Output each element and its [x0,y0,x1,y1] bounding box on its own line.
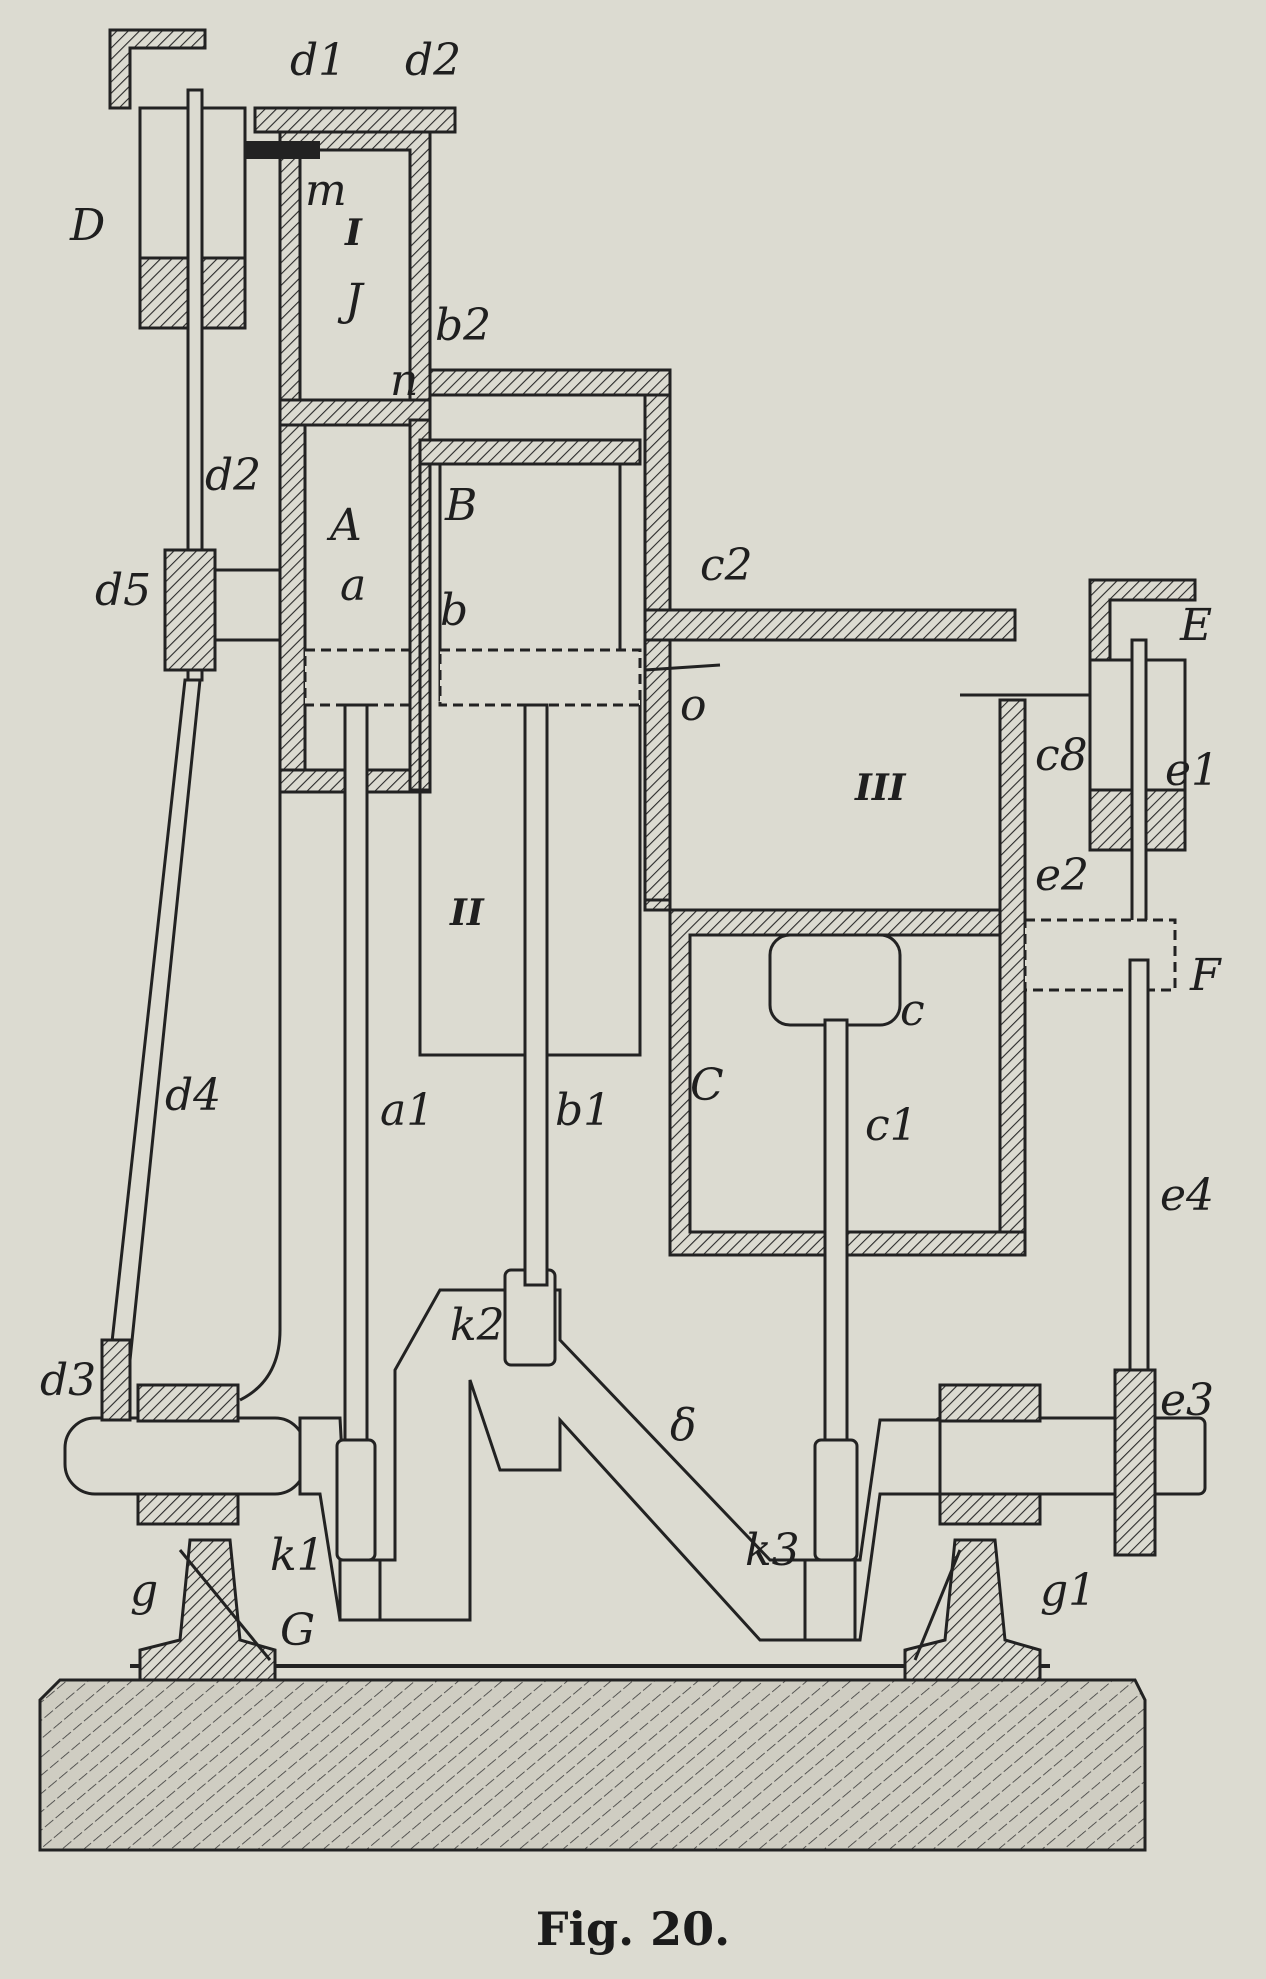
cylinder-B-cover-b2 [428,368,672,397]
receiver-cover-d1 [253,106,457,134]
label-c1: c1 [865,1100,918,1151]
cylinder-A-wall [278,418,307,792]
crank-pin-k3 [803,1558,857,1642]
label-c: c [900,985,925,1036]
label-k3: k3 [745,1525,800,1576]
label-C: C [690,1060,724,1111]
label-d2-top: d2 [405,35,461,86]
passage-o [644,663,721,672]
bearing-base-left [136,1492,240,1526]
label-A: A [326,500,362,551]
valve-rod-e2 [1130,638,1148,952]
label-d2: d2 [205,450,261,501]
label-I: I [344,212,363,254]
valve-chest-D [108,28,207,110]
label-E: E [1179,600,1212,651]
bearing-cap-right [938,1383,1042,1423]
label-e1: e1 [1165,745,1219,796]
pedestal-right [903,1538,1042,1682]
label-d4: d4 [165,1070,221,1121]
label-B: B [444,480,477,531]
piston-B-crown [418,438,642,466]
label-b: b [440,585,468,636]
eccentric-rod-d4 [108,678,202,1362]
cylinder-III-top-c2 [643,608,1017,642]
crank-pin-k1 [338,1558,382,1622]
guide-F [1023,918,1177,992]
frame-strut-left [178,1549,272,1661]
cylinder-B-outer [643,393,672,902]
label-J: J [337,275,365,326]
label-o: o [680,680,707,731]
label-c8: c8 [1035,730,1088,781]
label-a1: a1 [380,1085,434,1136]
wrist-pin-c [768,933,902,1027]
label-k2: k2 [450,1300,505,1351]
label-D: D [69,200,105,251]
bearing-base-right [938,1492,1042,1526]
label-e2: e2 [1035,850,1089,901]
frame-strut-right [913,1549,962,1661]
label-e3: e3 [1160,1375,1214,1426]
label-c2: c2 [700,540,753,591]
label-g: g [130,1565,158,1616]
label-b1: b1 [555,1085,611,1136]
label-delta: δ [670,1400,697,1451]
cylinder-A-top [278,398,432,427]
rod-a1 [343,703,369,1467]
rod-end-a [335,1438,377,1562]
label-d3: d3 [40,1355,96,1406]
label-e4: e4 [1160,1170,1214,1221]
bearing-cap-left [136,1383,240,1423]
rod-end-c [813,1438,859,1562]
label-g1: g1 [1040,1565,1096,1616]
label-n: n [390,355,418,406]
frame-column-left [239,790,282,1402]
foundation-block [38,1678,1147,1852]
eccentric-e3 [1113,1368,1157,1557]
shaft-left [63,1416,307,1496]
cylinder-III-wall [998,698,1027,1252]
label-d5: d5 [95,565,151,616]
label-G: G [280,1605,315,1656]
label-II: II [449,892,485,934]
label-m: m [305,165,347,216]
figure-caption: Fig. 20. [536,1902,730,1956]
guide-d5 [163,548,217,672]
eccentric-d3 [100,1338,132,1422]
piston-C [643,898,1027,1257]
label-k1: k1 [270,1530,325,1581]
label-F: F [1189,950,1222,1001]
guide-bracket [213,568,282,642]
label-a: a [340,560,366,611]
label-b2: b2 [435,300,491,351]
piston-b [438,648,642,707]
piston-a [303,648,412,707]
label-III: III [854,767,907,809]
rod-c1 [823,1018,849,1462]
label-d1: d1 [290,35,346,86]
pedestal-left [138,1538,277,1682]
eccentric-rod-e4 [1128,958,1150,1382]
rod-b1 [523,703,549,1287]
crankshaft [298,1288,942,1642]
shaft-right [933,1416,1207,1496]
